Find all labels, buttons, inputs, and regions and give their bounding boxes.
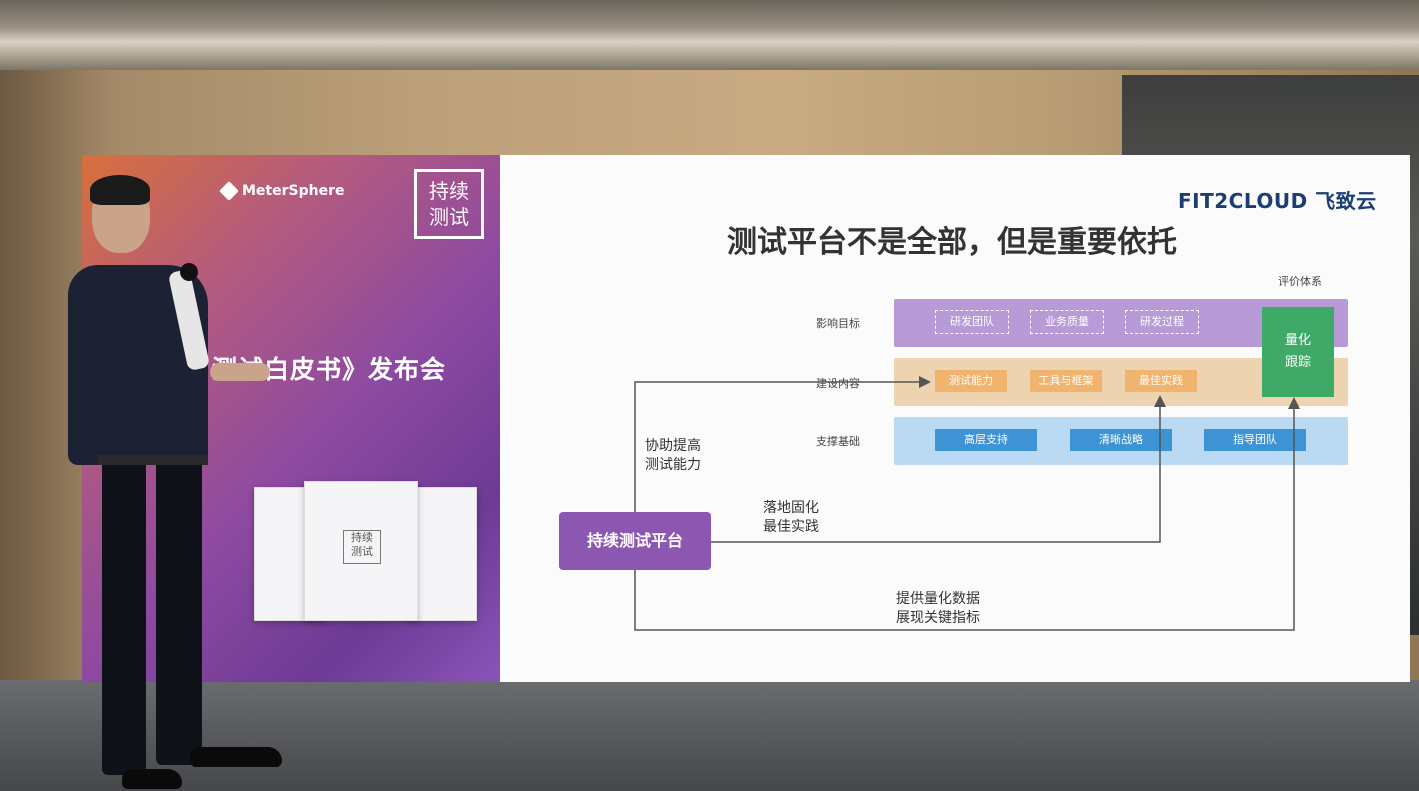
foundation-chip: 清晰战略 bbox=[1070, 429, 1172, 451]
seal-logo: 持续 测试 bbox=[414, 169, 484, 239]
landing-annotation: 落地固化 最佳实践 bbox=[763, 500, 819, 535]
presenter bbox=[60, 175, 300, 791]
presenter-hand bbox=[210, 363, 270, 381]
row-label: 支撑基础 bbox=[816, 435, 860, 448]
goal-chip: 业务质量 bbox=[1030, 310, 1104, 334]
presenter-leg bbox=[156, 455, 202, 765]
stage-floor bbox=[0, 680, 1419, 791]
content-chip: 最佳实践 bbox=[1125, 370, 1197, 392]
row-label: 影响目标 bbox=[816, 317, 860, 330]
connector-lines bbox=[634, 376, 1300, 631]
presenter-leg bbox=[102, 455, 146, 775]
data-annotation: 提供量化数据 展现关键指标 bbox=[896, 591, 980, 626]
foundation-chip: 高层支持 bbox=[935, 429, 1037, 451]
presenter-belt bbox=[98, 455, 208, 465]
whitepaper-book bbox=[407, 487, 477, 621]
whitepaper-book: 持续 测试 bbox=[304, 481, 418, 621]
goal-chip: 研发团队 bbox=[935, 310, 1009, 334]
fit2cloud-logo: FIT2CLOUD 飞致云 bbox=[1178, 189, 1377, 213]
metersphere-logo: MeterSphere bbox=[219, 181, 344, 201]
mic-head bbox=[180, 263, 198, 281]
presenter-shoe bbox=[190, 747, 282, 767]
ceiling bbox=[0, 0, 1419, 70]
eval-label: 评价体系 bbox=[1278, 275, 1322, 288]
presenter-shoe bbox=[122, 769, 182, 789]
row-label: 建设内容 bbox=[816, 377, 860, 390]
content-chip: 工具与框架 bbox=[1030, 370, 1102, 392]
goal-chip: 研发过程 bbox=[1125, 310, 1199, 334]
quantify-track-box: 量化 跟踪 bbox=[1262, 307, 1334, 397]
platform-box: 持续测试平台 bbox=[559, 512, 711, 570]
assist-annotation: 协助提高 测试能力 bbox=[645, 438, 701, 473]
presenter-hair bbox=[90, 175, 150, 205]
book-seal: 持续 测试 bbox=[343, 530, 381, 564]
foundation-chip: 指导团队 bbox=[1204, 429, 1306, 451]
slide-title: 测试平台不是全部，但是重要依托 bbox=[727, 225, 1177, 260]
content-chip: 测试能力 bbox=[935, 370, 1007, 392]
